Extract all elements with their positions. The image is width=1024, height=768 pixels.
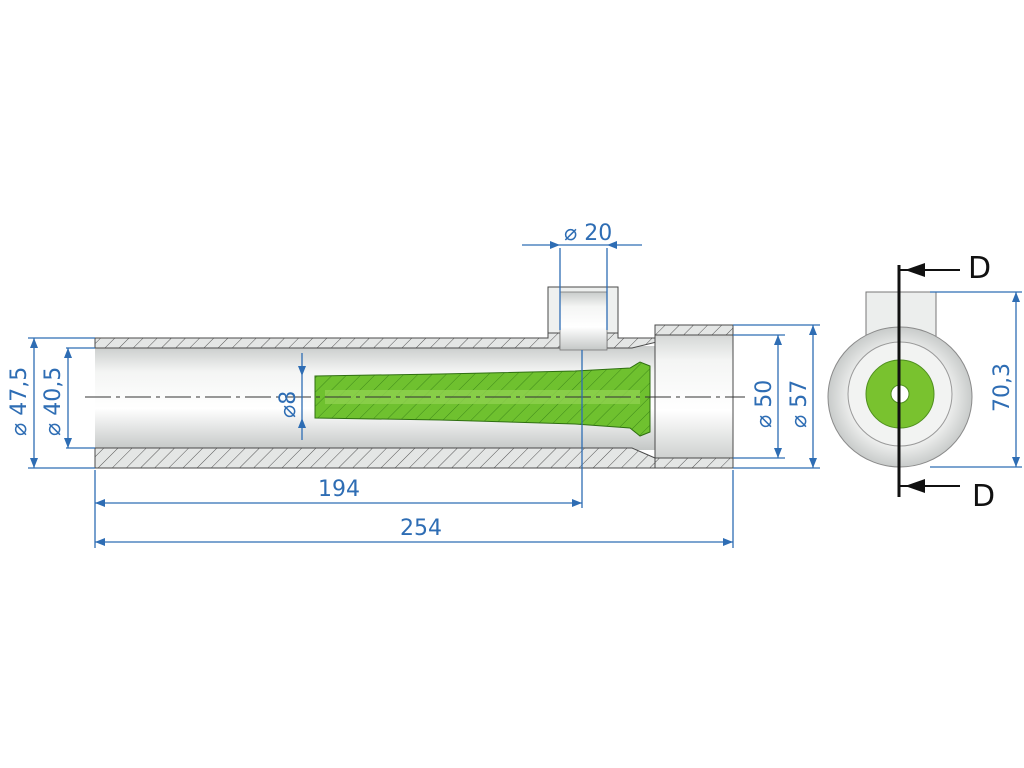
green-insert-core	[325, 390, 640, 404]
dim-port-diameter: ⌀ 20	[564, 221, 612, 246]
dim-inner-diameter-left: ⌀ 40,5	[41, 367, 66, 436]
dimensions: ⌀ 20 ⌀ 47,5 ⌀ 40,5 ⌀8	[7, 221, 1022, 548]
end-cap-wall-top	[654, 324, 734, 336]
end-cap-wall-bottom	[654, 457, 734, 469]
dim-rod-diameter: ⌀8	[276, 391, 301, 418]
dim-outer-diameter-left: ⌀ 47,5	[7, 367, 32, 436]
dim-end-view-height: 70,3	[990, 363, 1015, 412]
section-arrow-top-head	[905, 263, 925, 277]
end-view: D D	[827, 251, 995, 514]
cylinder-wall-bottom	[94, 447, 656, 469]
section-arrow-bottom-head	[905, 479, 925, 493]
dim-cap-outer-diameter: ⌀ 57	[787, 380, 812, 428]
section-label-top: D	[968, 251, 991, 286]
cylinder-wall-top	[94, 326, 561, 349]
section-view	[85, 286, 745, 469]
section-label-bottom: D	[972, 479, 995, 514]
port-hole	[559, 291, 608, 351]
dim-port-position-length: 194	[318, 477, 360, 502]
dim-overall-length: 254	[400, 516, 442, 541]
dim-cap-inner-diameter: ⌀ 50	[752, 380, 777, 428]
